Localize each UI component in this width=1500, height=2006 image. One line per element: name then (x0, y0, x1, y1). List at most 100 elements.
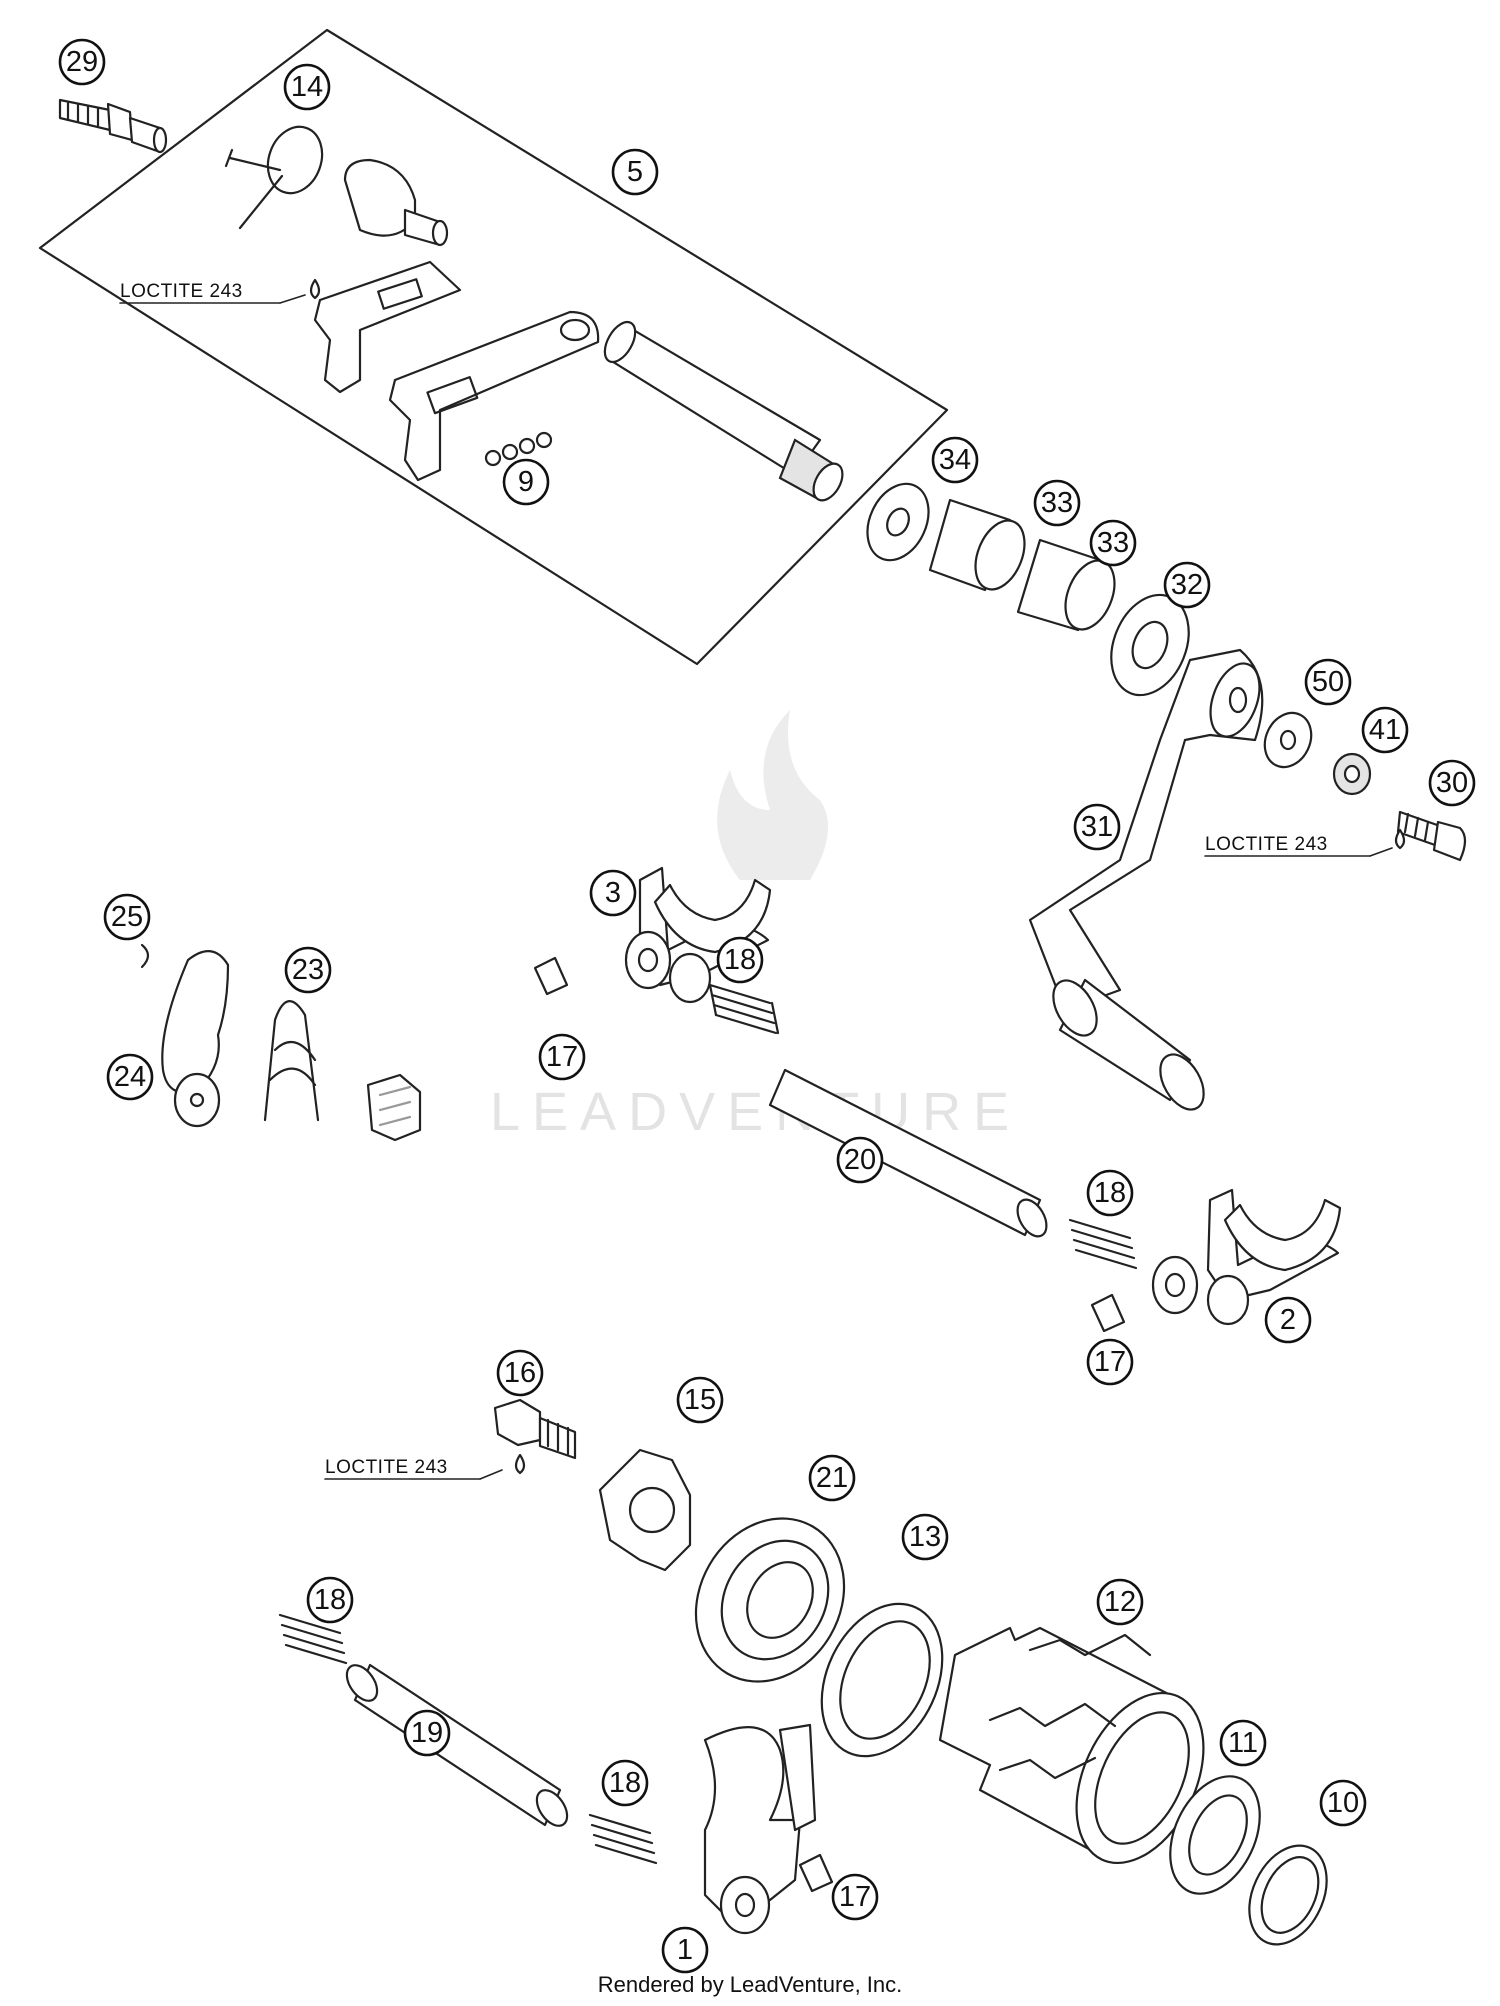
part-13-washer (820, 1602, 944, 1758)
callout-30: 30 (1428, 759, 1476, 807)
callout-17b: 17 (1086, 1338, 1134, 1386)
callout-33a: 33 (1033, 479, 1081, 527)
svg-text:33: 33 (1041, 487, 1073, 519)
svg-text:50: 50 (1312, 666, 1344, 698)
svg-text:31: 31 (1081, 811, 1113, 843)
part-20-fork-rod (768, 1068, 1048, 1238)
loctite-note-2: LOCTITE 243 (1204, 828, 1406, 857)
svg-text:20: 20 (844, 1144, 876, 1176)
callout-3: 3 (589, 869, 637, 917)
svg-text:9: 9 (518, 466, 534, 498)
callout-31: 31 (1073, 803, 1121, 851)
callout-33b: 33 (1089, 519, 1137, 567)
assembly-5-outline (38, 28, 949, 666)
svg-text:1: 1 (677, 1934, 693, 1966)
part-12-shift-drum (938, 1626, 1205, 1865)
svg-text:18: 18 (609, 1767, 641, 1799)
credit-text: Rendered by LeadVenture, Inc. (597, 1972, 903, 1997)
svg-text:21: 21 (816, 1462, 848, 1494)
callout-17a: 17 (538, 1033, 586, 1081)
part-15-shift-drum-locating (598, 1448, 692, 1572)
part-10-washer (1248, 1844, 1328, 1946)
callout-32: 32 (1163, 561, 1211, 609)
callout-20: 20 (836, 1136, 884, 1184)
part-19-fork-rod (345, 1663, 569, 1827)
svg-text:18: 18 (1094, 1177, 1126, 1209)
part-17-pin-middle (1090, 1293, 1126, 1333)
svg-text:29: 29 (66, 46, 98, 78)
callout-19: 19 (403, 1709, 451, 1757)
part-21-bearing (694, 1517, 846, 1683)
svg-text:17: 17 (546, 1041, 578, 1073)
svg-text:11: 11 (1228, 1727, 1258, 1759)
part-2-shift-fork (1151, 1188, 1342, 1326)
svg-text:24: 24 (114, 1061, 146, 1093)
svg-text:10: 10 (1327, 1787, 1359, 1819)
svg-text:17: 17 (839, 1881, 871, 1913)
watermark: LEADVENTURE (490, 710, 1021, 1142)
part-18-spring-lower-right (588, 1813, 658, 1865)
callout-1: 1 (661, 1926, 709, 1974)
callout-2: 2 (1264, 1296, 1312, 1344)
loctite-note-3: LOCTITE 243 (324, 1453, 526, 1480)
part-29-bolt (58, 98, 168, 154)
part-3-shift-fork (624, 866, 772, 1004)
callout-29: 29 (58, 38, 106, 86)
callout-16: 16 (496, 1349, 544, 1397)
callout-23: 23 (284, 946, 332, 994)
svg-text:19: 19 (411, 1717, 443, 1749)
svg-text:LOCTITE 243: LOCTITE 243 (1205, 834, 1328, 855)
part-18-spring-lower-left (278, 1613, 348, 1665)
svg-text:32: 32 (1171, 569, 1203, 601)
part-18-spring-middle (1068, 1218, 1138, 1270)
svg-text:30: 30 (1436, 767, 1468, 799)
svg-text:23: 23 (292, 954, 324, 986)
svg-text:16: 16 (504, 1357, 536, 1389)
svg-text:12: 12 (1104, 1586, 1136, 1618)
svg-text:25: 25 (111, 901, 143, 933)
svg-text:15: 15 (684, 1384, 716, 1416)
part-14-spring (224, 125, 324, 230)
part-31-kickstarter-lever (1028, 648, 1264, 1111)
part-18-spring-upper (708, 983, 780, 1035)
svg-text:18: 18 (314, 1584, 346, 1616)
callout-15: 15 (676, 1376, 724, 1424)
watermark-text: LEADVENTURE (490, 1082, 1021, 1142)
callout-12: 12 (1096, 1578, 1144, 1626)
svg-text:14: 14 (291, 71, 323, 103)
callout-14: 14 (283, 63, 331, 111)
callout-17c: 17 (831, 1873, 879, 1921)
callout-34: 34 (931, 436, 979, 484)
svg-text:13: 13 (909, 1521, 941, 1553)
kickstarter-stack (866, 482, 1190, 697)
part-17-pin-upper (533, 956, 569, 996)
part-17-pin-lower (798, 1853, 834, 1893)
svg-text:5: 5 (627, 156, 643, 188)
callout-41: 41 (1361, 706, 1409, 754)
callout-21: 21 (808, 1454, 856, 1502)
svg-text:3: 3 (605, 877, 621, 909)
callout-18c: 18 (306, 1576, 354, 1624)
callout-18b: 18 (1086, 1169, 1134, 1217)
svg-text:17: 17 (1094, 1346, 1126, 1378)
callout-11: 11 (1219, 1719, 1267, 1767)
lever-hardware (1263, 711, 1467, 862)
callout-18d: 18 (601, 1759, 649, 1807)
shift-lever-group (140, 943, 422, 1142)
callout-25: 25 (103, 893, 151, 941)
svg-text:41: 41 (1369, 714, 1401, 746)
svg-text:18: 18 (724, 944, 756, 976)
callout-5: 5 (611, 148, 659, 196)
callout-10: 10 (1319, 1779, 1367, 1827)
svg-text:LOCTITE 243: LOCTITE 243 (325, 1457, 448, 1478)
svg-text:LOCTITE 243: LOCTITE 243 (120, 281, 243, 302)
callout-50: 50 (1304, 658, 1352, 706)
part-1-shift-fork (703, 1723, 817, 1935)
part-11-bearing (1169, 1775, 1261, 1895)
svg-text:2: 2 (1280, 1304, 1296, 1336)
callout-9: 9 (502, 458, 550, 506)
loctite-note-1: LOCTITE 243 (119, 278, 321, 304)
part-9-balls (484, 431, 553, 467)
part-5-shift-shaft-assembly (313, 158, 844, 502)
